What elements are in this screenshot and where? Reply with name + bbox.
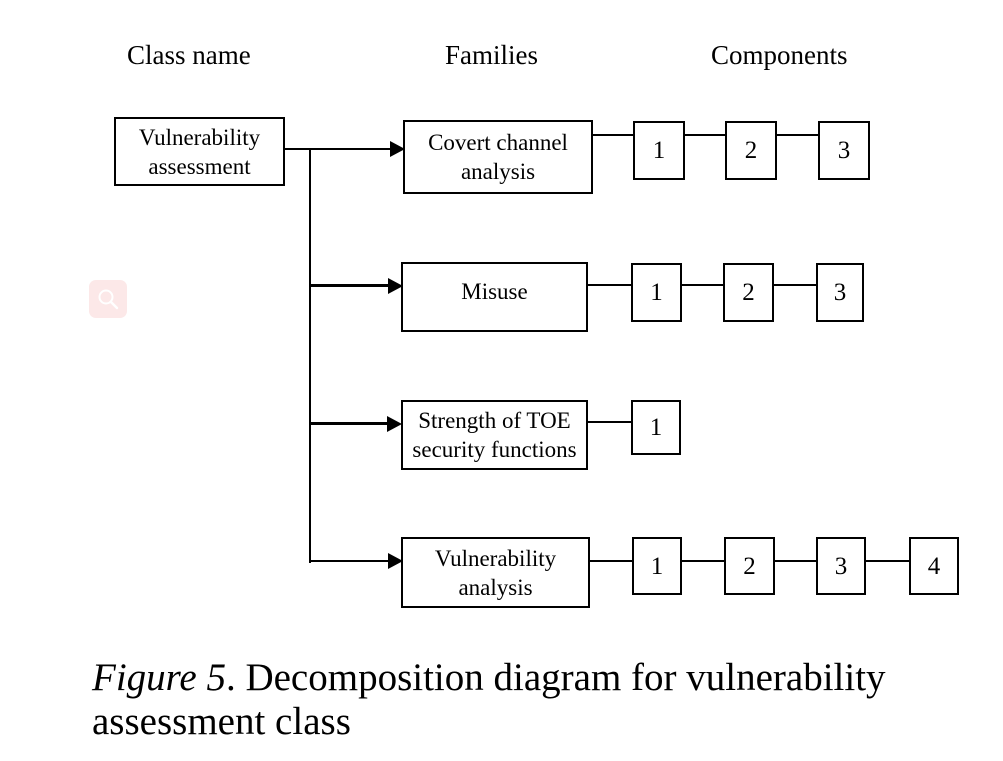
branch-line-3 xyxy=(309,422,388,425)
component-box: 3 xyxy=(816,263,864,322)
component-box: 1 xyxy=(633,121,685,180)
arrowhead-2 xyxy=(388,278,403,294)
component-box: 1 xyxy=(631,400,681,455)
header-components: Components xyxy=(711,40,848,70)
component-chain-line-2 xyxy=(587,284,819,286)
header-families: Families xyxy=(445,40,538,70)
family-box-strength-of-toe-security-functions: Strength of TOE security functions xyxy=(401,400,588,470)
family-box-covert-channel-analysis: Covert channel analysis xyxy=(403,120,593,194)
component-box: 3 xyxy=(816,537,866,595)
component-box: 4 xyxy=(909,537,959,595)
branch-line-2 xyxy=(309,284,389,287)
family-box-vulnerability-analysis: Vulnerability analysis xyxy=(401,537,590,608)
component-box: 3 xyxy=(818,121,870,180)
branch-line-4 xyxy=(309,560,389,562)
family-box-misuse: Misuse xyxy=(401,262,588,332)
search-button[interactable] xyxy=(89,280,127,318)
arrowhead-1 xyxy=(390,141,405,157)
branch-line-1 xyxy=(309,148,391,150)
figure-caption: Figure 5. Decomposition diagram for vuln… xyxy=(92,656,982,744)
component-chain-line-3 xyxy=(587,421,633,423)
caption-text: . Decomposition diagram for vulnerabilit… xyxy=(92,656,886,743)
component-chain-line-1 xyxy=(592,134,820,136)
search-icon xyxy=(98,289,119,310)
arrowhead-4 xyxy=(388,553,403,569)
component-box: 2 xyxy=(723,263,774,322)
component-box: 2 xyxy=(725,121,777,180)
component-box: 1 xyxy=(632,537,682,595)
component-box: 2 xyxy=(724,537,775,595)
figure-label: Figure 5 xyxy=(92,656,226,699)
connector-trunk xyxy=(309,148,311,563)
arrowhead-3 xyxy=(387,416,402,432)
component-box: 1 xyxy=(631,263,682,322)
class-box-vulnerability-assessment: Vulnerability assessment xyxy=(114,117,285,186)
connector-class-to-trunk xyxy=(284,148,311,150)
header-class-name: Class name xyxy=(127,40,251,70)
